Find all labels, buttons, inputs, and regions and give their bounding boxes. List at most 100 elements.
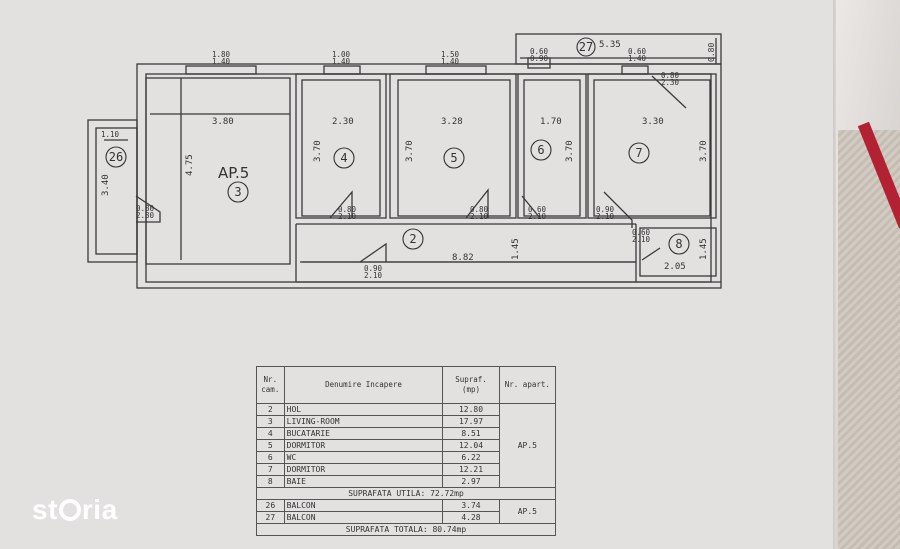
room-number: 27 bbox=[579, 40, 593, 54]
dim-label: 0.60 bbox=[530, 47, 549, 56]
room-number: 6 bbox=[537, 143, 544, 157]
dim-label: 1.80 bbox=[212, 50, 231, 59]
header-denumire: Denumire Incapere bbox=[283, 366, 444, 404]
cell-nr: 4 bbox=[256, 427, 285, 440]
dim-label: 2.10 bbox=[596, 212, 615, 221]
dim-label: 1.45 bbox=[511, 238, 521, 260]
cell-area: 12.21 bbox=[442, 463, 500, 476]
cell-name: BUCATARIE bbox=[283, 427, 444, 440]
apartment-label: AP.5 bbox=[218, 164, 249, 182]
cell-nr: 6 bbox=[256, 451, 285, 464]
balcony-26 bbox=[87, 119, 138, 263]
header-nr-apart: Nr. apart. bbox=[498, 366, 557, 404]
dim-label: 0.60 bbox=[628, 47, 647, 56]
room-number: 8 bbox=[675, 237, 682, 251]
cell-nr: 7 bbox=[256, 463, 285, 476]
total-area: SUPRAFATA TOTALA: 80.74mp bbox=[256, 523, 556, 536]
cell-apartment: AP.5 bbox=[498, 403, 557, 488]
cell-name: DORMITOR bbox=[283, 463, 444, 476]
dim-label: 2.30 bbox=[136, 211, 155, 220]
cell-area: 17.97 bbox=[442, 415, 500, 428]
cell-area: 2.97 bbox=[442, 475, 500, 488]
cell-area: 12.80 bbox=[442, 403, 500, 416]
cell-nr: 8 bbox=[256, 475, 285, 488]
dim-label: 2.10 bbox=[632, 235, 651, 244]
header-suprafata: Supraf. (mp) bbox=[442, 366, 500, 404]
table-row: SUPRAFATA TOTALA: 80.74mp bbox=[256, 523, 556, 536]
cell-nr: 5 bbox=[256, 439, 285, 452]
cell-nr: 27 bbox=[256, 511, 285, 524]
logo-text: st bbox=[32, 494, 58, 525]
dim-label: 3.70 bbox=[405, 140, 415, 162]
cell-nr: 26 bbox=[256, 499, 285, 512]
cell-name: BALCON bbox=[283, 499, 444, 512]
dim-label: 0.80 bbox=[470, 205, 489, 214]
cell-name: DORMITOR bbox=[283, 439, 444, 452]
cell-area: 12.04 bbox=[442, 439, 500, 452]
dim-label: 0.90 bbox=[364, 264, 383, 273]
logo-text: ria bbox=[81, 494, 118, 525]
dim-label: 1.00 bbox=[332, 50, 351, 59]
room-number: 3 bbox=[234, 185, 241, 199]
room-3 bbox=[145, 77, 291, 265]
cell-name: BAIE bbox=[283, 475, 444, 488]
balcony-27 bbox=[515, 33, 722, 65]
room-4 bbox=[295, 73, 387, 219]
table-row: 2 HOL 12.80 AP.5 bbox=[256, 403, 557, 488]
dim-label: 1.45 bbox=[699, 238, 709, 260]
dim-label: 0.90 bbox=[530, 54, 549, 63]
dim-label: 2.05 bbox=[664, 262, 686, 272]
dim-label: 2.30 bbox=[661, 78, 680, 87]
dim-label: 0.60 bbox=[528, 205, 547, 214]
room-number: 7 bbox=[635, 146, 642, 160]
table-row: 26 BALCON 3.74 AP.5 bbox=[256, 499, 557, 524]
cell-apartment: AP.5 bbox=[498, 499, 557, 524]
dim-label: 1.40 bbox=[441, 57, 460, 66]
room-7 bbox=[587, 73, 717, 219]
room-6 bbox=[517, 73, 587, 219]
dim-label: 0.80 bbox=[661, 71, 680, 80]
dim-label: 1.70 bbox=[540, 117, 562, 127]
dim-label: 3.70 bbox=[699, 140, 709, 162]
table-row: 5 DORMITOR 12.04 bbox=[256, 439, 556, 452]
dim-label: 1.10 bbox=[101, 130, 120, 139]
dim-label: 4.75 bbox=[185, 154, 195, 176]
cell-name: WC bbox=[283, 451, 444, 464]
room-number: 26 bbox=[109, 150, 123, 164]
room-number: 2 bbox=[409, 232, 416, 246]
dim-label: 8.82 bbox=[452, 253, 474, 263]
dim-label: 2.10 bbox=[364, 271, 383, 280]
dim-label: 2.10 bbox=[470, 212, 489, 221]
dim-label: 2.10 bbox=[338, 212, 357, 221]
dim-label: 1.40 bbox=[332, 57, 351, 66]
cell-area: 4.28 bbox=[442, 511, 500, 524]
dim-label: 5.35 bbox=[599, 40, 621, 50]
room-number: 4 bbox=[340, 151, 347, 165]
dim-label: 1.40 bbox=[212, 57, 231, 66]
room-number: 5 bbox=[450, 151, 457, 165]
cell-area: 3.74 bbox=[442, 499, 500, 512]
dim-label: 1.40 bbox=[628, 54, 647, 63]
dim-label: 2.10 bbox=[528, 212, 547, 221]
cell-name: HOL bbox=[283, 403, 444, 416]
dim-label: 3.80 bbox=[212, 117, 234, 127]
cell-nr: 2 bbox=[256, 403, 285, 416]
dim-label: 3.28 bbox=[441, 117, 463, 127]
cell-nr: 3 bbox=[256, 415, 285, 428]
dim-label: 3.70 bbox=[565, 140, 575, 162]
room-area-table: Nr. cam. Denumire Incapere Supraf. (mp) … bbox=[256, 366, 557, 536]
table-row: SUPRAFATA UTILA: 72.72mp bbox=[256, 487, 556, 500]
dim-label: 3.30 bbox=[642, 117, 664, 127]
header-nr-cam: Nr. cam. bbox=[256, 366, 285, 404]
table-row: 3 LIVING-ROOM 17.97 bbox=[256, 415, 556, 428]
cell-name: LIVING-ROOM bbox=[283, 415, 444, 428]
dim-label: 3.40 bbox=[101, 174, 111, 196]
dim-label: 3.70 bbox=[313, 140, 323, 162]
table-row: 7 DORMITOR 12.21 bbox=[256, 463, 556, 476]
cell-name: BALCON bbox=[283, 511, 444, 524]
dim-label: 0.80 bbox=[707, 43, 716, 62]
dim-label: 0.80 bbox=[338, 205, 357, 214]
logo-o-ring bbox=[58, 499, 81, 521]
